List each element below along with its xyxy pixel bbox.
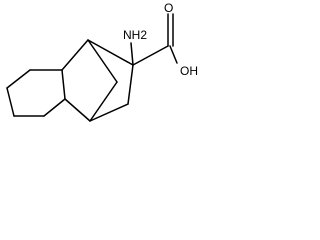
bond-c5b-bridgehead-bottom <box>64 98 91 122</box>
carbonyl-oxygen-label: O <box>164 1 173 15</box>
bond-quaternary-ch2 <box>127 64 134 105</box>
amine-label: NH2 <box>123 28 147 42</box>
bond-c2-c3 <box>6 87 15 117</box>
bond-bridgehead-top-quaternary <box>87 39 134 66</box>
norbornane-cage <box>61 39 134 122</box>
bond-c4-c5b <box>43 98 66 117</box>
hydroxyl-label: OH <box>180 64 198 78</box>
atom-labels: NH2 O OH <box>123 1 198 78</box>
bond-c1-c2 <box>6 69 31 89</box>
substituents <box>130 13 178 66</box>
bond-bridge-top <box>87 39 118 83</box>
bond-c-n <box>130 42 134 66</box>
bond-c-carboxyl <box>132 45 169 66</box>
bond-c5a-bridgehead-top <box>61 39 89 71</box>
bond-ch2-bridgehead-bottom <box>89 103 129 122</box>
cyclopentane-ring <box>6 69 66 117</box>
bond-ring-fusion <box>61 69 66 100</box>
molecule-structure-diagram: NH2 O OH <box>6 1 198 122</box>
bond-c-oh <box>169 45 178 64</box>
bond-bridge-bottom <box>89 81 118 122</box>
